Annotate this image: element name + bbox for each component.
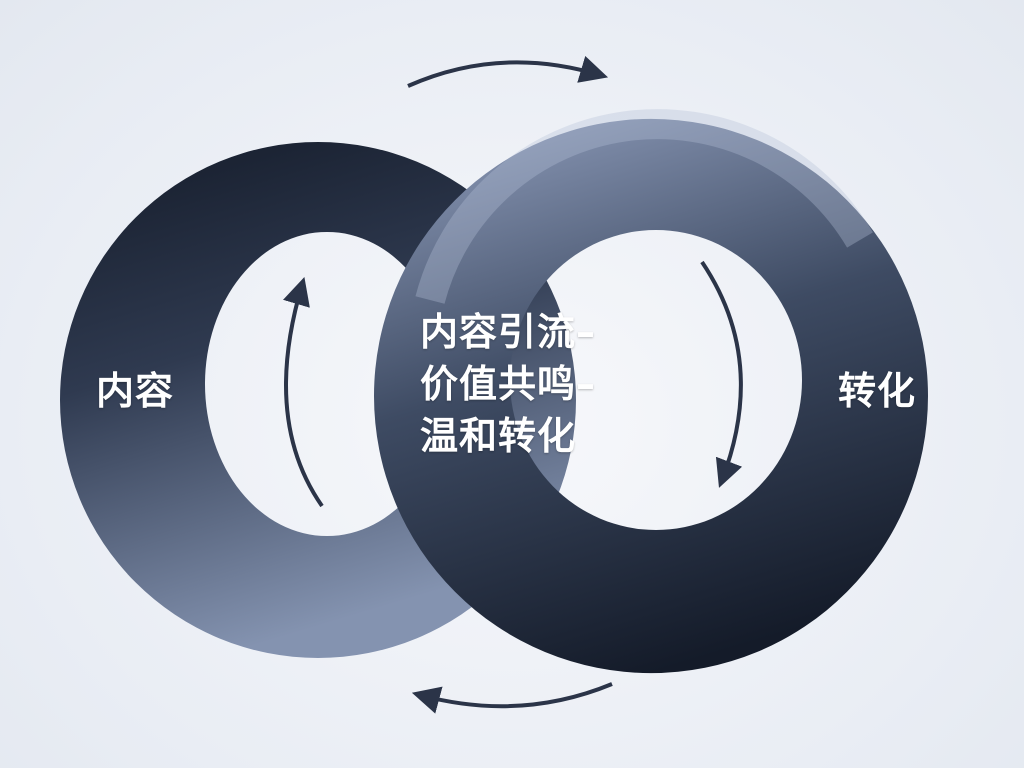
center-line-2: 价值共鸣– — [420, 362, 597, 406]
left-ring-label: 内容 — [96, 369, 175, 413]
center-label: 内容引流– 价值共鸣– 温和转化 — [420, 306, 596, 462]
center-line-1: 内容引流– — [420, 310, 597, 354]
top-arrow — [407, 55, 609, 88]
right-ring — [373, 118, 928, 674]
right-ring-sheen — [415, 109, 873, 304]
bottom-arrow — [411, 682, 613, 714]
right-ring-label: 转化 — [838, 369, 917, 413]
right-inner-arrow — [700, 260, 743, 488]
center-line-3: 温和转化 — [420, 414, 577, 458]
left-inner-arrow — [283, 276, 324, 508]
